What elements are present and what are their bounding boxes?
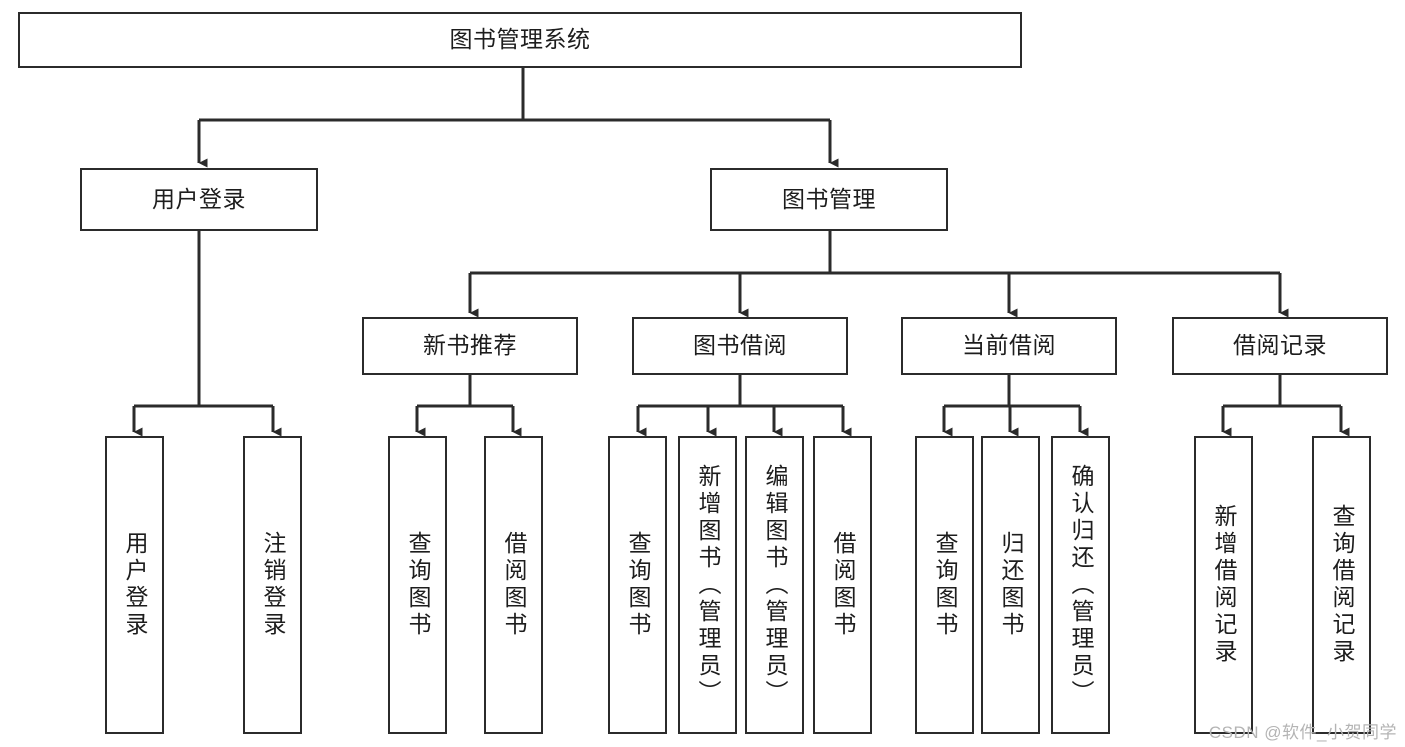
node-user-login[interactable]: 用户登录 <box>80 168 318 231</box>
leaf-query-book-borrow-label: 查询图书 <box>625 531 651 639</box>
leaf-borrow-book-new-label: 借阅图书 <box>501 531 527 639</box>
node-book-manage[interactable]: 图书管理 <box>710 168 948 231</box>
node-new-book-recommend[interactable]: 新书推荐 <box>362 317 578 375</box>
leaf-confirm-return-label: 确认归还（管理员） <box>1068 463 1094 707</box>
leaf-edit-book-label: 编辑图书（管理员） <box>762 463 788 707</box>
leaf-user-login[interactable]: 用户登录 <box>105 436 164 734</box>
leaf-query-book-borrow[interactable]: 查询图书 <box>608 436 667 734</box>
leaf-logout-label: 注销登录 <box>260 531 286 639</box>
node-new-book-recommend-label: 新书推荐 <box>423 332 517 359</box>
watermark-text: CSDN @软件_小贺同学 <box>1208 723 1397 742</box>
leaf-edit-book[interactable]: 编辑图书（管理员） <box>745 436 804 734</box>
leaf-query-book-current[interactable]: 查询图书 <box>915 436 974 734</box>
leaf-confirm-return[interactable]: 确认归还（管理员） <box>1051 436 1110 734</box>
leaf-borrow-book-label: 借阅图书 <box>830 531 856 639</box>
node-borrow-record[interactable]: 借阅记录 <box>1172 317 1388 375</box>
leaf-add-borrow-record-label: 新增借阅记录 <box>1211 504 1237 666</box>
leaf-logout[interactable]: 注销登录 <box>243 436 302 734</box>
leaf-return-book[interactable]: 归还图书 <box>981 436 1040 734</box>
node-book-manage-label: 图书管理 <box>782 185 876 212</box>
leaf-add-book-label: 新增图书（管理员） <box>695 463 721 707</box>
leaf-return-book-label: 归还图书 <box>998 531 1024 639</box>
node-book-borrow-label: 图书借阅 <box>693 332 787 359</box>
node-root[interactable]: 图书管理系统 <box>18 12 1022 68</box>
node-current-borrow-label: 当前借阅 <box>962 332 1056 359</box>
leaf-query-borrow-record[interactable]: 查询借阅记录 <box>1312 436 1371 734</box>
leaf-add-book[interactable]: 新增图书（管理员） <box>678 436 737 734</box>
leaf-query-borrow-record-label: 查询借阅记录 <box>1329 504 1355 666</box>
node-root-label: 图书管理系统 <box>449 26 591 53</box>
leaf-query-book-new-label: 查询图书 <box>405 531 431 639</box>
leaf-query-book-new[interactable]: 查询图书 <box>388 436 447 734</box>
leaf-user-login-label: 用户登录 <box>122 531 148 639</box>
leaf-add-borrow-record[interactable]: 新增借阅记录 <box>1194 436 1253 734</box>
node-current-borrow[interactable]: 当前借阅 <box>901 317 1117 375</box>
node-user-login-label: 用户登录 <box>152 185 246 212</box>
node-book-borrow[interactable]: 图书借阅 <box>632 317 848 375</box>
node-borrow-record-label: 借阅记录 <box>1233 332 1327 359</box>
leaf-borrow-book[interactable]: 借阅图书 <box>813 436 872 734</box>
leaf-borrow-book-new[interactable]: 借阅图书 <box>484 436 543 734</box>
leaf-query-book-current-label: 查询图书 <box>932 531 958 639</box>
